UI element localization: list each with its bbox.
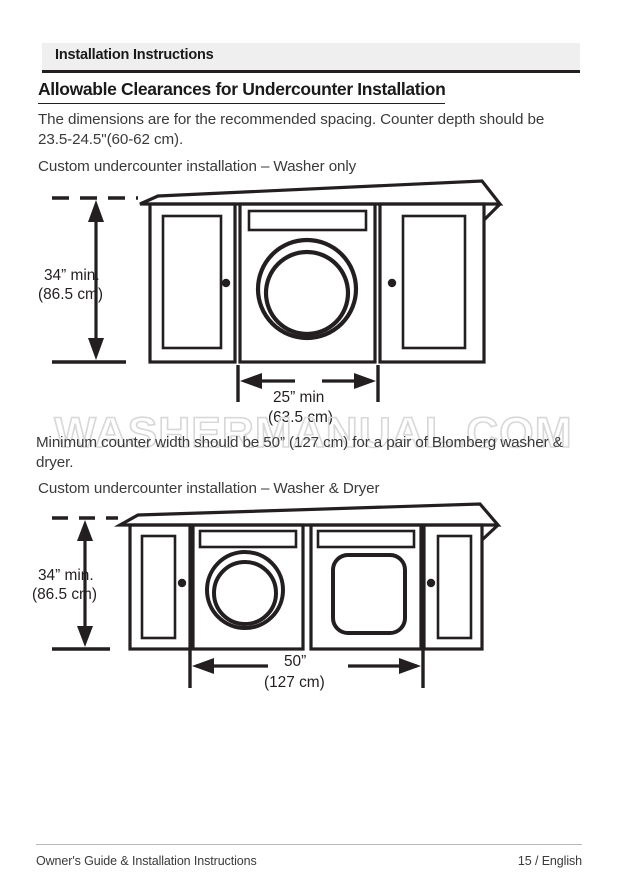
left-cabinet-washer-only bbox=[148, 202, 237, 364]
diagram-washer-only: 34” min. (86.5 cm) 25” min (63.5 cm) bbox=[30, 175, 510, 430]
width-arrow-left-2 bbox=[192, 658, 214, 674]
washer-door-inner-ring-2 bbox=[212, 560, 278, 626]
width-arrow-right-2 bbox=[399, 658, 421, 674]
dryer-door bbox=[331, 553, 407, 635]
left-cabinet-knob bbox=[221, 278, 231, 288]
minimum-width-note: Minimum counter width should be 50” (127… bbox=[36, 434, 563, 471]
width-arrow-right bbox=[354, 373, 376, 389]
footer-document-title: Owner's Guide & Installation Instruction… bbox=[36, 854, 257, 868]
intro-paragraph: The dimensions are for the recommended s… bbox=[38, 111, 545, 148]
width-label-line1: 25” min bbox=[273, 389, 324, 406]
right-cabinet-panel bbox=[401, 214, 467, 350]
right-cabinet-panel-2 bbox=[436, 534, 473, 640]
height-dimension-washer-only bbox=[52, 196, 138, 364]
dryer-control-panel bbox=[316, 529, 416, 549]
header-band bbox=[42, 43, 580, 70]
washer-door-outer-ring bbox=[255, 237, 359, 341]
header-divider bbox=[42, 70, 580, 73]
washer-control-panel bbox=[247, 209, 368, 232]
height-arrow-down-2 bbox=[77, 626, 93, 647]
washer-door-inner-ring bbox=[263, 249, 351, 337]
caption-washer-dryer: Custom undercounter installation – Washe… bbox=[38, 480, 380, 497]
right-cabinet-knob-2 bbox=[426, 578, 436, 588]
footer-divider bbox=[36, 844, 582, 845]
page-title: Allowable Clearances for Undercounter In… bbox=[38, 79, 446, 104]
right-cabinet-knob bbox=[387, 278, 397, 288]
washer-door-outer-ring-2 bbox=[205, 550, 285, 630]
right-cabinet-washer-dryer bbox=[422, 523, 484, 651]
width-label-line2: (63.5 cm) bbox=[268, 409, 333, 426]
height-arrow-up-2 bbox=[77, 520, 93, 541]
countertop-washer-only bbox=[139, 179, 504, 206]
width-label-line1-2: 50” bbox=[284, 653, 306, 670]
countertop-washer-dryer bbox=[113, 502, 502, 527]
width-arrow-left bbox=[240, 373, 262, 389]
footer-page-number: 15 / English bbox=[517, 854, 582, 868]
width-label-line2-2: (127 cm) bbox=[264, 674, 325, 691]
left-cabinet-washer-dryer bbox=[128, 523, 192, 651]
height-arrow-up bbox=[88, 200, 104, 222]
washer-body-2 bbox=[191, 523, 305, 651]
height-label-line2: (86.5 cm) bbox=[38, 286, 103, 303]
diagram-washer-dryer: 34” min. (86.5 cm) 50” (127 cm) bbox=[30, 498, 510, 708]
height-label-line1: 34” min. bbox=[44, 267, 100, 284]
right-cabinet-washer-only bbox=[378, 202, 486, 364]
height-dimension-washer-dryer bbox=[52, 516, 118, 651]
left-cabinet-panel bbox=[161, 214, 223, 350]
left-cabinet-panel-2 bbox=[140, 534, 177, 640]
height-label-line2-2: (86.5 cm) bbox=[32, 586, 97, 603]
washer-control-panel-2 bbox=[198, 529, 298, 549]
header-tab-label: Installation Instructions bbox=[55, 47, 214, 63]
height-arrow-down bbox=[88, 338, 104, 360]
left-cabinet-knob-2 bbox=[177, 578, 187, 588]
caption-washer-only: Custom undercounter installation – Washe… bbox=[38, 158, 357, 175]
height-label-line1-2: 34” min. bbox=[38, 567, 94, 584]
dryer-body bbox=[309, 523, 423, 651]
washer-body bbox=[238, 202, 377, 364]
